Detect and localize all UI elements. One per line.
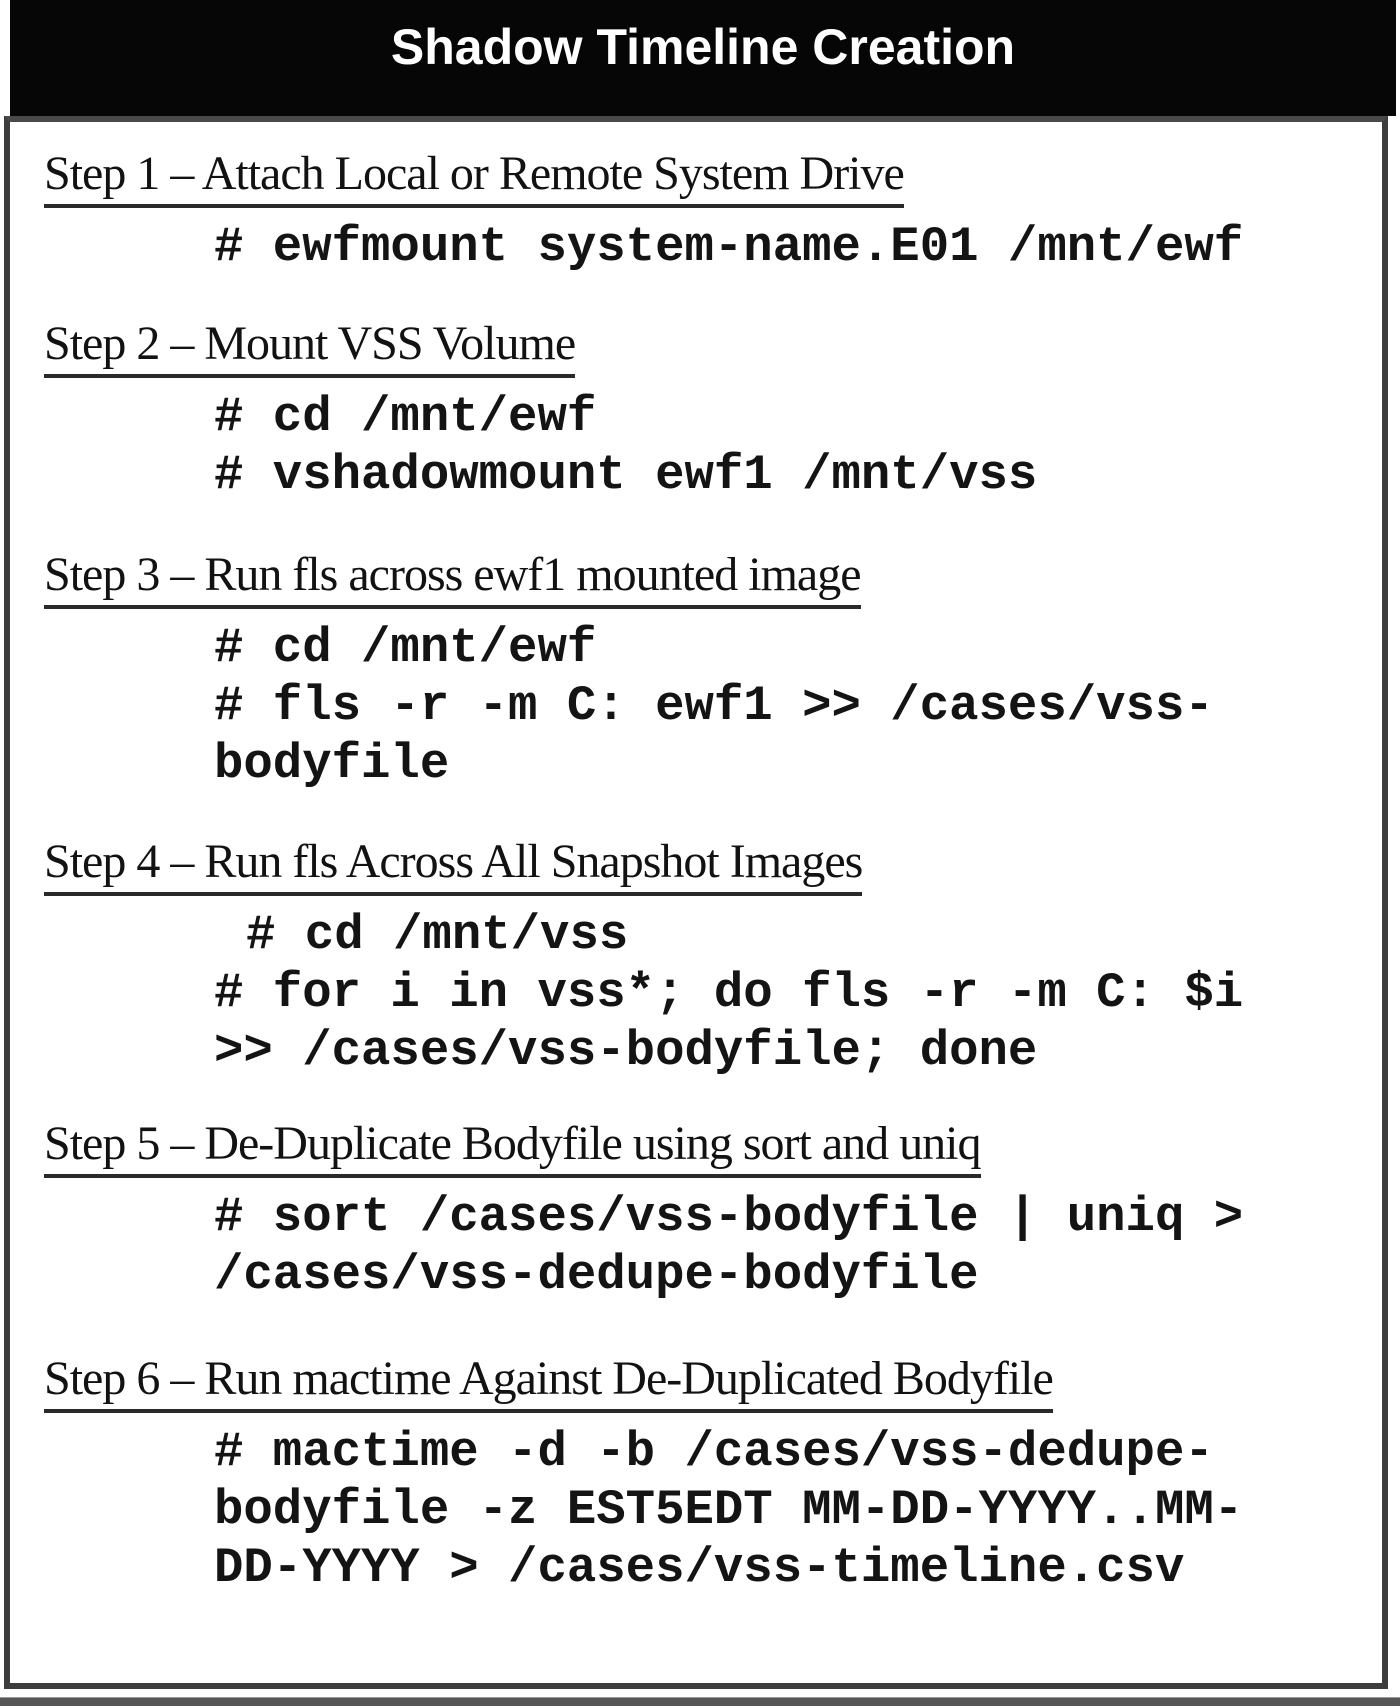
step-5: Step 5 – De-Duplicate Bodyfile using sor… bbox=[44, 1118, 1342, 1304]
step-5-commands: # sort /cases/vss-bodyfile | uniq > /cas… bbox=[214, 1188, 1342, 1304]
command-line: bodyfile -z EST5EDT MM-DD-YYYY..MM- bbox=[214, 1482, 1244, 1538]
command-line: # cd /mnt/ewf bbox=[214, 389, 597, 445]
step-4: Step 4 – Run fls Across All Snapshot Ima… bbox=[44, 836, 1342, 1080]
command-line: # fls -r -m C: ewf1 >> /cases/vss- bbox=[214, 678, 1214, 734]
command-line: /cases/vss-dedupe-bodyfile bbox=[214, 1247, 979, 1303]
step-3-commands: # cd /mnt/ewf # fls -r -m C: ewf1 >> /ca… bbox=[214, 619, 1342, 793]
step-4-commands: # cd /mnt/vss # for i in vss*; do fls -r… bbox=[214, 906, 1342, 1080]
step-1: Step 1 – Attach Local or Remote System D… bbox=[44, 148, 1342, 276]
step-6-commands: # mactime -d -b /cases/vss-dedupe- bodyf… bbox=[214, 1423, 1342, 1597]
command-line: # sort /cases/vss-bodyfile | uniq > bbox=[214, 1189, 1244, 1245]
content-box: Step 1 – Attach Local or Remote System D… bbox=[4, 116, 1388, 1689]
section-title: Shadow Timeline Creation bbox=[390, 19, 1016, 75]
command-line: # mactime -d -b /cases/vss-dedupe- bbox=[214, 1424, 1214, 1480]
step-4-heading: Step 4 – Run fls Across All Snapshot Ima… bbox=[44, 836, 863, 896]
step-2: Step 2 – Mount VSS Volume # cd /mnt/ewf … bbox=[44, 318, 1342, 504]
step-1-commands: # ewfmount system-name.E01 /mnt/ewf bbox=[214, 218, 1342, 276]
command-line: >> /cases/vss-bodyfile; done bbox=[214, 1023, 1038, 1079]
command-line: bodyfile bbox=[214, 736, 450, 792]
command-line: # vshadowmount ewf1 /mnt/vss bbox=[214, 447, 1038, 503]
next-section-top-edge bbox=[0, 1697, 1400, 1706]
step-3-heading: Step 3 – Run fls across ewf1 mounted ima… bbox=[44, 549, 862, 609]
step-5-heading: Step 5 – De-Duplicate Bodyfile using sor… bbox=[44, 1118, 982, 1178]
command-line: DD-YYYY > /cases/vss-timeline.csv bbox=[214, 1540, 1185, 1596]
command-line: # cd /mnt/ewf bbox=[214, 620, 597, 676]
step-2-commands: # cd /mnt/ewf # vshadowmount ewf1 /mnt/v… bbox=[214, 388, 1342, 504]
command-line: # cd /mnt/vss bbox=[246, 907, 629, 963]
command-line: # ewfmount system-name.E01 /mnt/ewf bbox=[214, 219, 1244, 275]
step-2-heading: Step 2 – Mount VSS Volume bbox=[44, 318, 576, 378]
step-3: Step 3 – Run fls across ewf1 mounted ima… bbox=[44, 549, 1342, 793]
command-line: # for i in vss*; do fls -r -m C: $i bbox=[214, 965, 1244, 1021]
step-6: Step 6 – Run mactime Against De-Duplicat… bbox=[44, 1353, 1342, 1597]
section-title-banner: Shadow Timeline Creation bbox=[10, 0, 1396, 116]
step-1-heading: Step 1 – Attach Local or Remote System D… bbox=[44, 148, 905, 208]
step-6-heading: Step 6 – Run mactime Against De-Duplicat… bbox=[44, 1353, 1054, 1413]
